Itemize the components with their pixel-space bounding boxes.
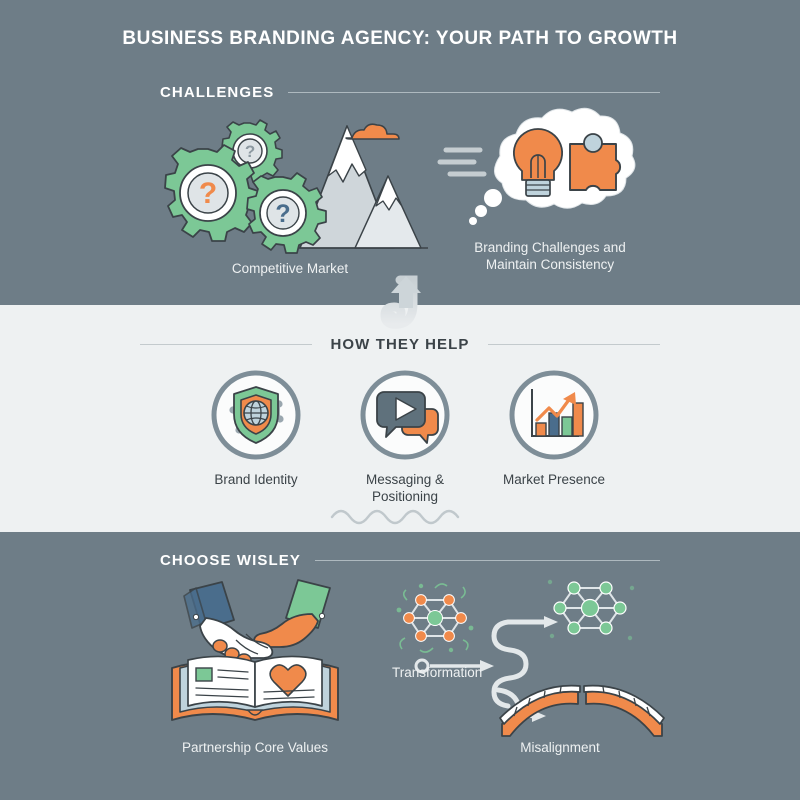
caption-brand-identity: Brand Identity xyxy=(214,472,298,487)
wavy-line-divider-icon xyxy=(330,505,480,525)
bar-chart-growth-arrow-icon xyxy=(507,368,601,462)
header-rule xyxy=(314,560,660,561)
gears-questions-mountain-icon: ? ? ? xyxy=(164,119,428,254)
curled-up-arrow-icon xyxy=(372,275,442,334)
molecule-network-path-icon xyxy=(396,579,665,737)
caption-line-2: Maintain Consistency xyxy=(485,256,615,272)
icon-block-branding-challenges: Branding Challenges and Maintain Consist… xyxy=(437,104,660,274)
speech-bubbles-play-icon xyxy=(358,368,452,462)
caption-messaging-positioning: Messaging & Positioning xyxy=(345,472,465,506)
caption-transformation: Transformation xyxy=(392,665,483,680)
icon-block-competitive-market: ? ? ? Competitive Market xyxy=(150,108,430,278)
caption-line-2: Positioning xyxy=(371,488,439,504)
section-header-how-they-help-label: HOW THEY HELP xyxy=(330,336,470,353)
icon-block-transformation xyxy=(390,578,665,738)
caption-branding-challenges: Branding Challenges and Maintain Consist… xyxy=(440,240,660,274)
icon-block-messaging-positioning: Messaging & Positioning xyxy=(345,368,465,506)
caption-line-1: Messaging & xyxy=(365,472,445,487)
choose-wisley-band xyxy=(0,532,800,800)
challenges-band xyxy=(0,0,800,305)
section-header-how-they-help: HOW THEY HELP xyxy=(140,336,661,353)
header-rule-right xyxy=(487,344,661,345)
header-rule xyxy=(288,92,660,93)
icon-block-market-presence: Market Presence xyxy=(494,368,614,489)
section-header-choose-wisley: CHOOSE WISLEY xyxy=(160,552,660,569)
handshake-open-book-heart-icon xyxy=(171,579,339,721)
svg-text:?: ? xyxy=(245,142,255,161)
icon-block-brand-identity: Brand Identity xyxy=(196,368,316,489)
header-rule-left xyxy=(140,344,313,345)
caption-competitive-market: Competitive Market xyxy=(231,261,349,276)
caption-partnership-core-values: Partnership Core Values xyxy=(181,740,329,755)
section-header-challenges-label: CHALLENGES xyxy=(160,84,275,101)
page-title: BUSINESS BRANDING AGENCY: YOUR PATH TO G… xyxy=(122,28,678,49)
caption-line-1: Branding Challenges and xyxy=(474,240,626,255)
caption-misalignment: Misalignment xyxy=(520,740,600,755)
shield-globe-network-icon xyxy=(209,368,303,462)
svg-text:?: ? xyxy=(199,177,217,210)
svg-text:?: ? xyxy=(275,200,290,228)
thought-cloud-lightbulb-puzzle-icon xyxy=(437,107,636,225)
section-header-choose-wisley-label: CHOOSE WISLEY xyxy=(160,552,301,569)
icon-block-partnership-core-values: Partnership Core Values xyxy=(150,578,360,757)
caption-market-presence: Market Presence xyxy=(502,472,606,487)
section-header-challenges: CHALLENGES xyxy=(160,84,660,101)
